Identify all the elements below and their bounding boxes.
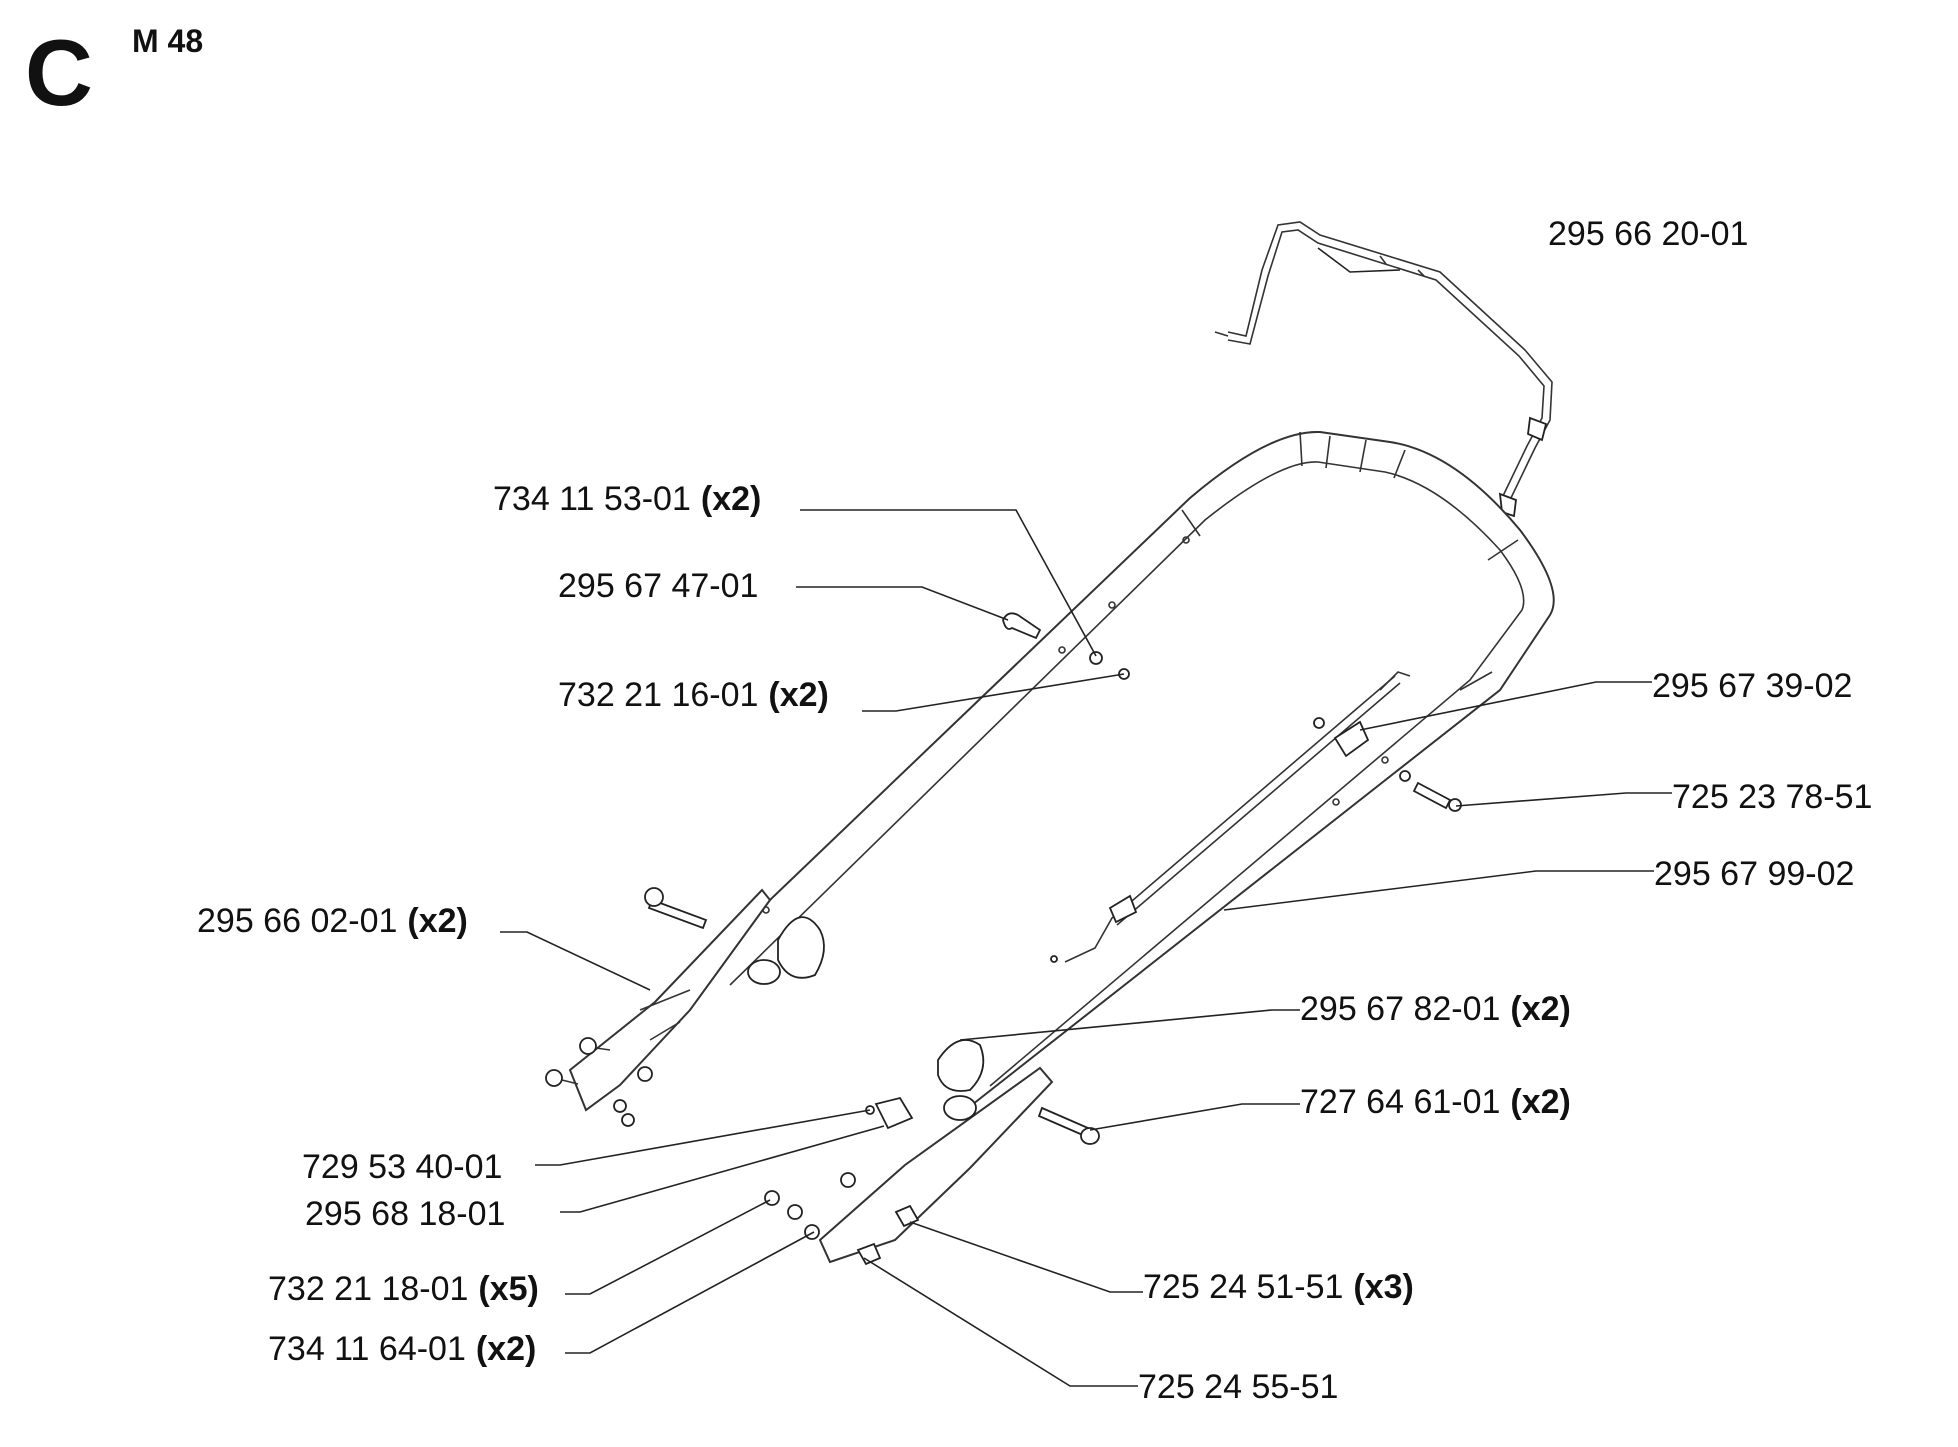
upper-small-parts <box>1002 612 1130 680</box>
leader-lines <box>500 247 1672 1387</box>
part-number: 732 21 18-01 <box>268 1270 468 1308</box>
part-label-725-24-51-51: 725 24 51-51 (x3) <box>1143 1268 1414 1306</box>
part-label-295-67-82-01: 295 67 82-01 (x2) <box>1300 990 1571 1028</box>
part-label-295-67-99-02: 295 67 99-02 <box>1654 855 1854 893</box>
part-number: 295 66 20-01 <box>1548 215 1748 253</box>
part-label-295-68-18-01: 295 68 18-01 <box>305 1195 505 1233</box>
part-qty: (x2) <box>768 676 828 714</box>
part-number: 295 67 39-02 <box>1652 667 1852 705</box>
part-qty: (x2) <box>701 480 761 518</box>
handle-drawing <box>545 221 1555 1266</box>
part-number: 295 66 02-01 <box>197 902 397 940</box>
part-number: 732 21 16-01 <box>558 676 758 714</box>
part-label-725-24-55-51: 725 24 55-51 <box>1138 1368 1338 1406</box>
lower-left-bracket-drawing <box>545 887 825 1127</box>
part-number: 725 24 51-51 <box>1143 1268 1343 1306</box>
part-label-295-67-39-02: 295 67 39-02 <box>1652 667 1852 705</box>
part-label-727-64-61-01: 727 64 61-01 (x2) <box>1300 1083 1571 1121</box>
part-number: 734 11 64-01 <box>268 1330 466 1368</box>
part-label-734-11-64-01: 734 11 64-01 (x2) <box>268 1330 536 1368</box>
part-number: 725 23 78-51 <box>1672 778 1872 816</box>
part-qty: (x2) <box>1510 990 1570 1028</box>
part-label-734-11-53-01: 734 11 53-01 (x2) <box>493 480 761 518</box>
part-qty: (x2) <box>476 1330 536 1368</box>
part-label-295-66-02-01: 295 66 02-01 (x2) <box>197 902 468 940</box>
lower-right-bracket-drawing <box>764 1039 1100 1266</box>
cable-drawing <box>1050 671 1462 963</box>
control-bar-drawing <box>1214 221 1553 518</box>
part-number: 725 24 55-51 <box>1138 1368 1338 1406</box>
part-label-732-21-16-01: 732 21 16-01 (x2) <box>558 676 829 714</box>
part-number: 734 11 53-01 <box>493 480 691 518</box>
part-qty: (x3) <box>1353 1268 1413 1306</box>
section-letter: C <box>25 20 93 125</box>
model-label: M 48 <box>132 23 203 59</box>
part-number: 295 67 82-01 <box>1300 990 1500 1028</box>
part-label-732-21-18-01: 732 21 18-01 (x5) <box>268 1270 539 1308</box>
part-label-295-67-47-01: 295 67 47-01 <box>558 567 758 605</box>
part-number: 295 67 47-01 <box>558 567 758 605</box>
part-number: 729 53 40-01 <box>302 1148 502 1186</box>
part-number: 295 67 99-02 <box>1654 855 1854 893</box>
part-qty: (x2) <box>407 902 467 940</box>
part-labels: 295 66 20-01 734 11 53-01 (x2) 295 67 47-… <box>197 215 1872 1406</box>
part-number: 727 64 61-01 <box>1300 1083 1500 1121</box>
part-qty: (x5) <box>478 1270 538 1308</box>
upper-handle-drawing <box>701 430 1555 1109</box>
part-label-729-53-40-01: 729 53 40-01 <box>302 1148 502 1186</box>
part-label-725-23-78-51: 725 23 78-51 <box>1672 778 1872 816</box>
part-number: 295 68 18-01 <box>305 1195 505 1233</box>
part-qty: (x2) <box>1510 1083 1570 1121</box>
part-label-295-66-20-01: 295 66 20-01 <box>1548 215 1748 253</box>
